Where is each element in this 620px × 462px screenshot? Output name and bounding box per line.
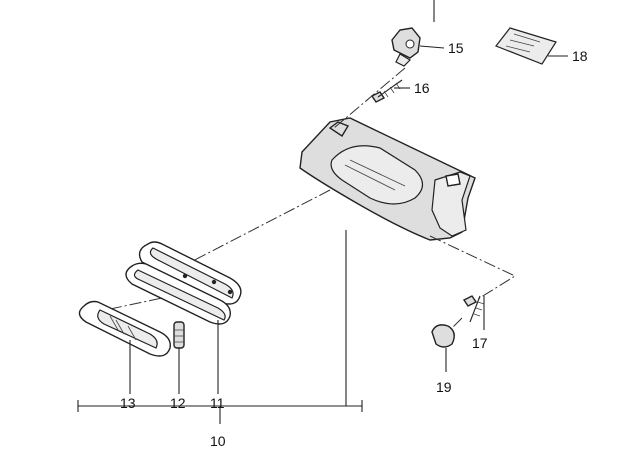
callout-16: 16 [414, 80, 430, 96]
assembly-bracket-10: 10 [77, 230, 363, 449]
callout-15: 15 [448, 40, 464, 56]
part-18-mirror-glass: 18 [495, 27, 588, 65]
part-19-clip: 19 [431, 324, 455, 395]
part-15-hinge-bracket: 15 [391, 0, 464, 67]
callout-10: 10 [210, 433, 226, 449]
assembly-lines [95, 67, 517, 335]
callout-17: 17 [472, 335, 488, 351]
callout-18: 18 [572, 48, 588, 64]
part-12-bulb: 12 [170, 321, 186, 411]
callout-13: 13 [120, 395, 136, 411]
part-11-light-housing: 11 [125, 241, 242, 411]
sun-visor [299, 117, 476, 241]
callout-12: 12 [170, 395, 186, 411]
part-13-lens-cover: 13 [78, 300, 171, 411]
part-17-screw: 17 [462, 295, 488, 351]
part-16-screw: 16 [370, 79, 430, 103]
callout-19: 19 [436, 379, 452, 395]
callout-11: 11 [210, 395, 225, 411]
